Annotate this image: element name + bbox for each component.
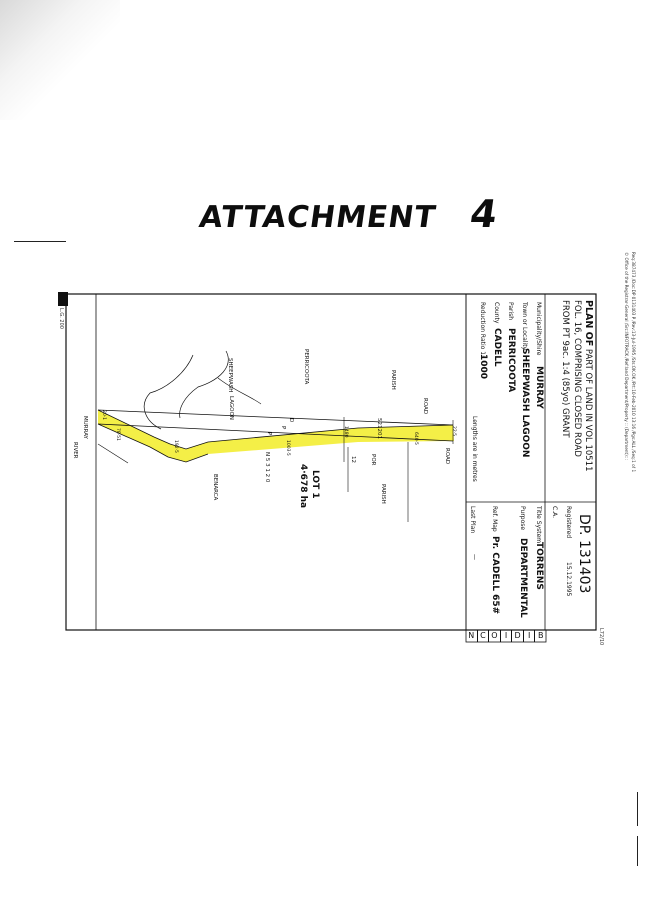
purpose-label: Purpose xyxy=(519,506,526,531)
label-por: POR xyxy=(370,454,376,466)
ref-map-label: Ref. Map xyxy=(491,506,498,532)
serial-box: N xyxy=(466,630,478,642)
plan-title-line2: FOL. 16, COMPRISING CLOSED ROAD xyxy=(572,300,582,457)
scan-mark-right xyxy=(637,792,638,826)
scan-corner-shadow xyxy=(0,0,120,120)
label-road-upper: ROAD xyxy=(444,448,450,465)
label-murray: MURRAY xyxy=(82,416,88,439)
lagoon-edge xyxy=(217,377,262,405)
plan-title-line1: PLAN OF PART OF LAND IN VOL 10511 xyxy=(583,300,594,472)
sheet-mark xyxy=(58,292,68,306)
inner-frame xyxy=(95,293,467,631)
label-por-number: 12 xyxy=(350,456,356,463)
dp-number: DP. 131403 xyxy=(576,514,592,594)
label-lot: LOT 1 xyxy=(310,470,320,499)
label-chainage-5: 78·51 xyxy=(115,428,120,441)
heading-number: 4 xyxy=(467,192,501,236)
ca-label: C.A. xyxy=(551,506,558,519)
plan-title-line1-text: PART OF LAND IN VOL 10511 xyxy=(583,348,593,472)
sheepwash-lagoon-bank xyxy=(143,354,194,430)
last-plan-value: — xyxy=(471,554,478,560)
parish-value: PERRICOOTA xyxy=(506,328,516,393)
label-lot-area: 4·678 ha xyxy=(298,464,308,509)
heading-word: ATTACHMENT xyxy=(197,200,439,235)
label-road-lower: ROAD xyxy=(422,398,428,415)
locality-value: SHEEPWASH LAGOON xyxy=(520,348,530,458)
label-road-width: 20·1 xyxy=(101,410,106,421)
label-chainage-3: 640·5 xyxy=(413,432,418,445)
serial-box: C xyxy=(478,630,490,642)
label-perricoota: PERRICOOTA xyxy=(303,349,309,385)
lga-value: MURRAY xyxy=(534,366,544,409)
plan-title-line3: FROM PT 9ac. 1:4 (85yo) GRANT xyxy=(560,300,570,438)
serial-box: D xyxy=(512,630,524,642)
serial-box: I xyxy=(501,630,513,642)
label-lagoon: LAGOON xyxy=(228,396,234,420)
county-label: County xyxy=(493,302,500,324)
plan-title-prefix: PLAN OF xyxy=(583,300,594,347)
last-plan-label: Last Plan xyxy=(469,506,476,534)
serial-box: B xyxy=(538,631,544,640)
margin-code: L.G. 200 xyxy=(58,308,64,329)
parish-label: Parish xyxy=(507,302,514,321)
road-curve xyxy=(97,423,209,463)
serial-box: O xyxy=(489,630,501,642)
label-parish-top: PARISH xyxy=(390,370,396,390)
registered-label: Registered xyxy=(565,506,572,539)
label-dp-adjoining: 521201 xyxy=(376,418,382,439)
label-parish-lower: PARISH xyxy=(380,484,386,504)
lengths-note: Lengths are in metres xyxy=(471,416,478,482)
lot-boundary xyxy=(97,409,454,450)
plan-sheet: PARISH PERRICOOTA SHEEPWASH LAGOON ROAD … xyxy=(58,292,606,652)
sheet-ref: L72/10 xyxy=(598,628,604,646)
label-chainage-2: 1003·5 xyxy=(285,440,290,456)
title-system-value: TORRENS xyxy=(534,542,544,590)
label-chainage-1: 1480 xyxy=(343,426,348,438)
purpose-value: DEPARTMENTAL xyxy=(518,538,528,618)
label-dp-adjoining-prefix: D xyxy=(288,418,294,423)
fine-print-bottom: © Office of the Registrar-General /Src:I… xyxy=(624,252,629,461)
label-dp-adjoining-p: P xyxy=(280,426,286,430)
road-edge-upper xyxy=(97,409,454,426)
serial-frame xyxy=(465,629,547,643)
label-dp-main: N 5 3 1 2 0 xyxy=(264,452,270,483)
scan-mark-bottom xyxy=(637,836,638,866)
label-chainage-6: 22·5 xyxy=(451,426,456,437)
scan-mark-left xyxy=(14,241,66,242)
ref-map-value: Pr. CADELL 65# xyxy=(490,536,500,615)
lga-label: Municipality/Shire xyxy=(535,302,542,356)
serial-box: I xyxy=(524,630,536,642)
title-system-label: Title System xyxy=(535,506,542,544)
attachment-heading: ATTACHMENT 4 xyxy=(197,192,501,236)
river-arrow xyxy=(97,443,129,464)
label-dp-main-p: P xyxy=(266,432,272,436)
serial-boxes: N C O I D I B xyxy=(466,630,546,642)
label-benarca: BENARCA xyxy=(212,474,218,501)
county-value: CADELL xyxy=(492,328,502,367)
outer-frame xyxy=(65,293,597,631)
registered-date: 15.12.1995 xyxy=(565,562,572,597)
lagoon-inner-bank xyxy=(179,350,229,419)
scale-value: 1000 xyxy=(478,354,488,380)
fine-print-top: Req:387473 /Doc:DP 0131403 P /Rev:13-Jul… xyxy=(631,252,636,473)
label-sheepwash: SHEEPWASH xyxy=(227,358,233,393)
scale-label: Reduction Ratio 1: xyxy=(479,302,486,358)
label-chainage-4: 192·5 xyxy=(173,440,178,453)
locality-label: Town or Locality xyxy=(521,302,528,351)
plan-drawing xyxy=(58,292,597,643)
label-river: RIVER xyxy=(72,442,78,459)
